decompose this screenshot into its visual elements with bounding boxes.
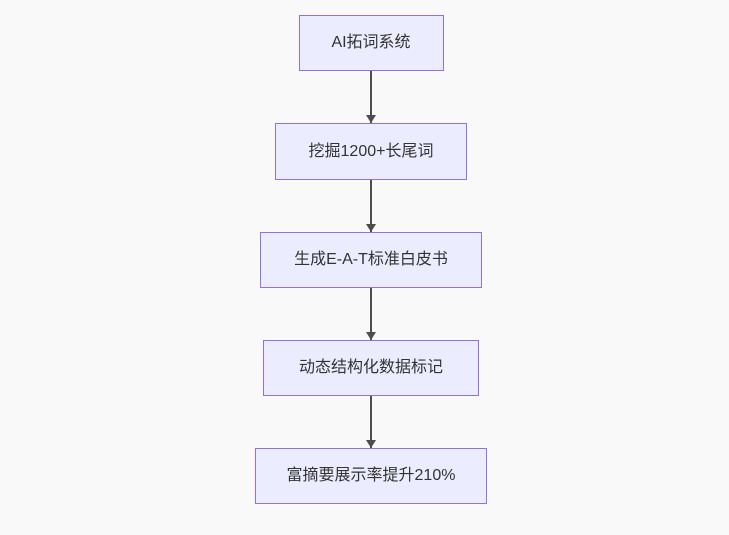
flow-node-longtail-mining: 挖掘1200+长尾词 bbox=[275, 123, 467, 180]
flow-arrow bbox=[366, 180, 376, 232]
flow-node-label: 挖掘1200+长尾词 bbox=[308, 142, 434, 160]
flow-arrow bbox=[366, 288, 376, 340]
flow-arrow bbox=[366, 71, 376, 123]
arrow-down-icon bbox=[366, 440, 376, 448]
flow-node-structured-data-markup: 动态结构化数据标记 bbox=[263, 340, 479, 396]
arrow-down-icon bbox=[366, 332, 376, 340]
flow-node-label: AI拓词系统 bbox=[331, 34, 411, 52]
arrow-down-icon bbox=[366, 115, 376, 123]
flow-node-label: 生成E-A-T标准白皮书 bbox=[294, 251, 448, 269]
flow-node-eat-whitepaper: 生成E-A-T标准白皮书 bbox=[260, 232, 482, 288]
arrow-down-icon bbox=[366, 224, 376, 232]
flow-arrow bbox=[366, 396, 376, 448]
flow-node-label: 动态结构化数据标记 bbox=[298, 359, 443, 377]
flow-node-label: 富摘要展示率提升210% bbox=[286, 467, 456, 485]
flow-node-ai-word-expansion: AI拓词系统 bbox=[298, 15, 444, 71]
flowchart-column: AI拓词系统 挖掘1200+长尾词 生成E-A-T标准白皮书 动态结构化数据标记… bbox=[255, 15, 487, 504]
flow-node-rich-snippet-rate: 富摘要展示率提升210% bbox=[255, 448, 487, 504]
